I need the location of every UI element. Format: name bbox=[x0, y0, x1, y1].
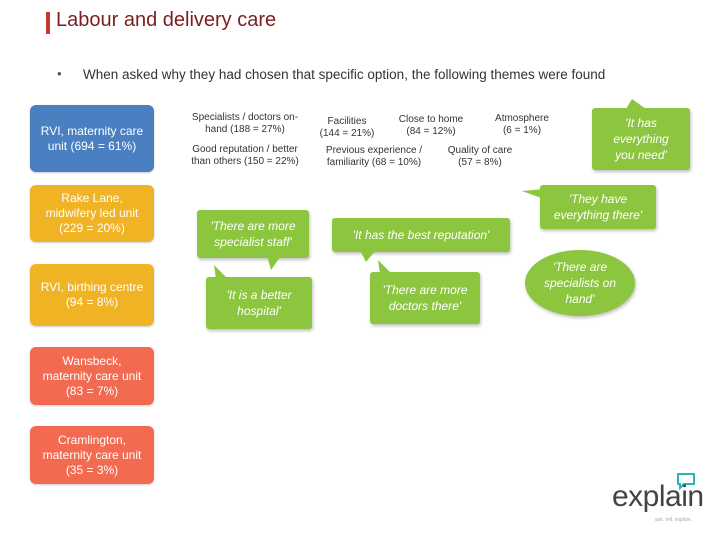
theme-line: Facilities bbox=[327, 116, 367, 127]
quote-line: you need' bbox=[615, 148, 667, 162]
quote-line: everything there' bbox=[553, 208, 643, 222]
theme-line: (84 = 12%) bbox=[406, 126, 456, 137]
quote-line: 'There are more bbox=[382, 283, 468, 297]
quote-line: hand' bbox=[565, 292, 595, 306]
quote-bubble-everything-need: 'It has everything you need' bbox=[592, 99, 690, 170]
theme-line: Good reputation / better bbox=[192, 144, 298, 155]
intro-text: When asked why they had chosen that spec… bbox=[83, 67, 606, 82]
quote-line: hospital' bbox=[237, 304, 281, 318]
theme-line: Quality of care bbox=[447, 145, 513, 156]
option-line: (35 = 3%) bbox=[65, 462, 119, 477]
bubble-tail bbox=[522, 189, 544, 199]
bubble-tail bbox=[214, 265, 228, 279]
quote-line: 'There are bbox=[552, 260, 608, 274]
quote-line: 'It has bbox=[625, 116, 657, 130]
quote-bubble-everything-there: 'They have everything there' bbox=[522, 185, 656, 229]
quote-line: 'It has the best reputation' bbox=[352, 228, 490, 242]
theme-line: (57 = 8%) bbox=[458, 157, 502, 168]
bubble-tail bbox=[378, 260, 392, 274]
theme-previous: Previous experience / familiarity (68 = … bbox=[312, 145, 436, 169]
explain-logo: explain bbox=[612, 480, 704, 513]
quote-line: everything bbox=[613, 132, 669, 146]
quote-line: 'They have bbox=[568, 192, 628, 206]
theme-quality: Quality of care (57 = 8%) bbox=[438, 145, 522, 169]
quote-line: 'It is a better bbox=[226, 288, 292, 302]
option-line: (83 = 7%) bbox=[65, 383, 119, 398]
theme-line: (144 = 21%) bbox=[319, 128, 375, 139]
option-line: Wansbeck, bbox=[62, 353, 122, 368]
bubble-tail bbox=[626, 99, 646, 109]
theme-line: familiarity (68 = 10%) bbox=[326, 157, 422, 168]
bubble-tail bbox=[267, 256, 281, 270]
quote-line: specialists on bbox=[543, 276, 617, 290]
option-line: (94 = 8%) bbox=[65, 295, 119, 309]
theme-line: Previous experience / bbox=[325, 145, 423, 156]
theme-line: Atmosphere bbox=[495, 113, 549, 124]
option-box-rake-lane: Rake Lane, midwifery led unit (229 = 20%… bbox=[30, 185, 154, 242]
theme-facilities: Facilities (144 = 21%) bbox=[312, 116, 382, 140]
theme-line: Specialists / doctors on- bbox=[191, 112, 299, 123]
theme-atmosphere: Atmosphere (6 = 1%) bbox=[482, 113, 562, 137]
option-line: Cramlington, bbox=[57, 432, 127, 447]
option-line: (229 = 20%) bbox=[59, 221, 125, 235]
theme-line: than others (150 = 22%) bbox=[191, 156, 299, 167]
option-line: maternity care unit bbox=[42, 447, 142, 462]
theme-reputation: Good reputation / better than others (15… bbox=[182, 144, 308, 168]
speech-bubble-logo-icon bbox=[677, 473, 695, 490]
option-line: unit (694 = 61%) bbox=[47, 138, 137, 153]
quote-bubble-more-doctors: 'There are more doctors there' bbox=[370, 260, 480, 324]
quote-bubble-best-reputation: 'It has the best reputation' bbox=[332, 218, 510, 262]
option-line: Rake Lane, bbox=[61, 191, 123, 205]
theme-line: Close to home bbox=[398, 114, 464, 125]
option-line: RVI, birthing centre bbox=[40, 280, 144, 294]
quote-bubble-specialists-hand: 'There are specialists on hand' bbox=[525, 250, 635, 316]
slide-title: Labour and delivery care bbox=[56, 9, 277, 31]
option-box-wansbeck: Wansbeck, maternity care unit (83 = 7%) bbox=[30, 347, 154, 405]
quote-line: doctors there' bbox=[388, 299, 462, 313]
quote-bubble-specialist-staff: 'There are more specialist staff' bbox=[197, 210, 309, 270]
bubble-tail bbox=[360, 250, 376, 262]
option-box-rvi-birthing: RVI, birthing centre (94 = 8%) bbox=[30, 264, 154, 326]
theme-line: (6 = 1%) bbox=[502, 125, 542, 136]
logo-tagline: ask. tell. explain. bbox=[655, 517, 692, 523]
bullet-marker: • bbox=[57, 66, 62, 81]
quote-line: 'There are more bbox=[210, 219, 296, 233]
option-line: midwifery led unit bbox=[45, 206, 139, 220]
theme-line: hand (188 = 27%) bbox=[205, 124, 285, 135]
option-box-cramlington: Cramlington, maternity care unit (35 = 3… bbox=[30, 426, 154, 484]
quote-line: specialist staff' bbox=[214, 235, 292, 249]
theme-close-home: Close to home (84 = 12%) bbox=[386, 114, 476, 138]
option-line: RVI, maternity care bbox=[40, 123, 144, 138]
quote-bubble-better-hospital: 'It is a better hospital' bbox=[206, 265, 312, 329]
option-box-rvi-maternity: RVI, maternity care unit (694 = 61%) bbox=[30, 105, 154, 172]
title-accent-bar bbox=[46, 12, 50, 34]
theme-specialists: Specialists / doctors on- hand (188 = 27… bbox=[182, 112, 308, 136]
option-line: maternity care unit bbox=[42, 368, 142, 383]
